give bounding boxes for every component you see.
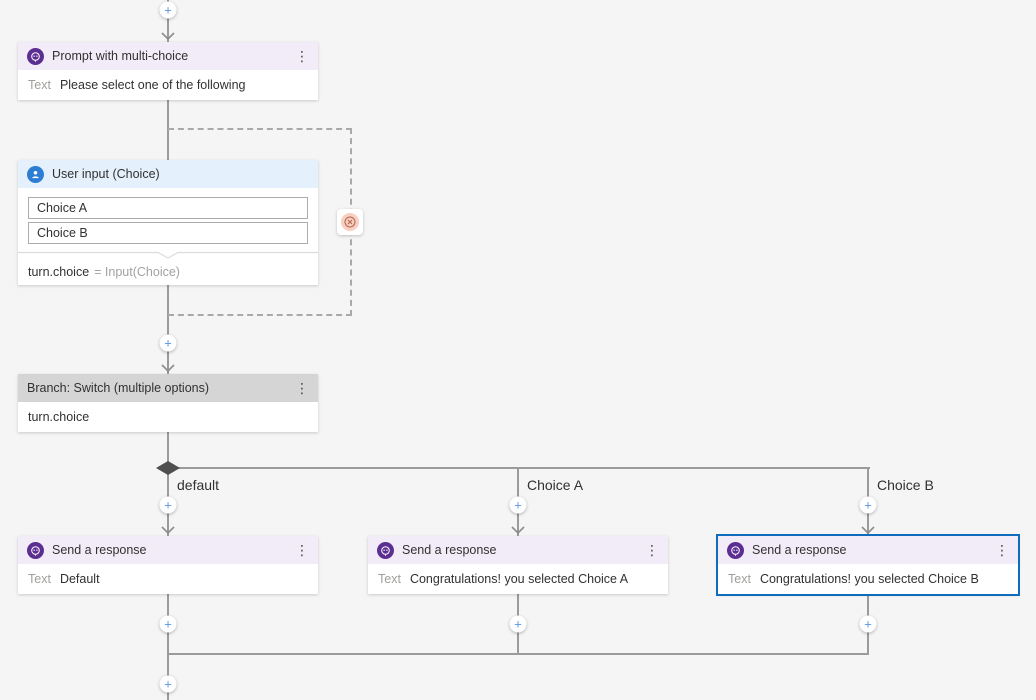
branch-label-default: default <box>177 477 220 493</box>
arrowhead-down-icon <box>861 526 875 534</box>
loop-cancel-badge[interactable] <box>337 209 363 235</box>
node-header: Prompt with multi-choice ⋮ <box>18 42 318 70</box>
add-node-button[interactable]: + <box>159 675 177 693</box>
field-value: Congratulations! you selected Choice A <box>409 572 629 586</box>
assignment-row: turn.choice = Input(Choice) <box>18 259 318 285</box>
field-label: Text <box>378 572 401 586</box>
arrowhead-down-icon <box>511 526 525 534</box>
choice-option[interactable]: Choice A <box>28 197 308 219</box>
add-node-button[interactable]: + <box>159 496 177 514</box>
field-label: Text <box>28 572 51 586</box>
arrowhead-down-icon <box>161 526 175 534</box>
branch-condition: turn.choice <box>28 410 90 424</box>
collapse-notch-icon[interactable] <box>18 247 318 259</box>
node-send-response-default[interactable]: Send a response ⋮ Text Default <box>18 536 318 594</box>
choice-options: Choice A Choice B <box>18 188 318 244</box>
arrowhead-down-icon <box>161 32 175 40</box>
branch-merge-line <box>167 653 869 655</box>
assignment-expression: = Input(Choice) <box>94 265 180 279</box>
branch-diamond-icon <box>156 461 180 475</box>
node-title: Send a response <box>52 543 147 557</box>
field-label: Text <box>728 572 751 586</box>
node-header: Send a response ⋮ <box>18 536 318 564</box>
add-node-button[interactable]: + <box>509 496 527 514</box>
bot-message-icon <box>27 541 44 559</box>
field-value: Default <box>59 572 100 586</box>
add-node-button[interactable]: + <box>159 615 177 633</box>
bot-message-icon <box>727 541 744 559</box>
connector-line <box>167 0 169 42</box>
kebab-menu-icon[interactable]: ⋮ <box>995 541 1009 558</box>
node-title: Send a response <box>402 543 497 557</box>
node-prompt-with-multi-choice[interactable]: Prompt with multi-choice ⋮ Text Please s… <box>18 42 318 100</box>
branch-label-choice-b: Choice B <box>877 477 934 493</box>
kebab-menu-icon[interactable]: ⋮ <box>295 379 309 396</box>
node-title: Prompt with multi-choice <box>52 49 189 63</box>
field-label: Text <box>28 78 51 92</box>
kebab-menu-icon[interactable]: ⋮ <box>295 541 309 558</box>
node-branch-switch[interactable]: Branch: Switch (multiple options) ⋮ turn… <box>18 374 318 432</box>
connector-line <box>167 285 169 374</box>
arrowhead-down-icon <box>161 364 175 372</box>
add-node-button[interactable]: + <box>159 1 177 19</box>
field-value: Please select one of the following <box>59 78 246 92</box>
node-header: Send a response ⋮ <box>718 536 1018 564</box>
node-header: User input (Choice) <box>18 160 318 188</box>
node-title: User input (Choice) <box>52 167 160 181</box>
node-send-response-choice-a[interactable]: Send a response ⋮ Text Congratulations! … <box>368 536 668 594</box>
node-send-response-choice-b[interactable]: Send a response ⋮ Text Congratulations! … <box>716 534 1020 596</box>
add-node-button[interactable]: + <box>159 334 177 352</box>
field-value: Congratulations! you selected Choice B <box>759 572 979 586</box>
cancel-circle-icon <box>341 213 359 231</box>
connector-line <box>167 100 169 160</box>
kebab-menu-icon[interactable]: ⋮ <box>295 47 309 64</box>
kebab-menu-icon[interactable]: ⋮ <box>645 541 659 558</box>
node-header: Branch: Switch (multiple options) ⋮ <box>18 374 318 402</box>
branch-label-choice-a: Choice A <box>527 477 584 493</box>
node-user-input-choice[interactable]: User input (Choice) Choice A Choice B tu… <box>18 160 318 285</box>
node-title: Send a response <box>752 543 847 557</box>
connector-line <box>167 432 169 468</box>
assignment-variable: turn.choice <box>28 265 90 279</box>
bot-message-icon <box>27 47 44 65</box>
user-icon <box>27 165 44 183</box>
node-header: Send a response ⋮ <box>368 536 668 564</box>
choice-option[interactable]: Choice B <box>28 222 308 244</box>
add-node-button[interactable]: + <box>509 615 527 633</box>
add-node-button[interactable]: + <box>859 496 877 514</box>
add-node-button[interactable]: + <box>859 615 877 633</box>
node-title: Branch: Switch (multiple options) <box>27 381 210 395</box>
bot-message-icon <box>377 541 394 559</box>
